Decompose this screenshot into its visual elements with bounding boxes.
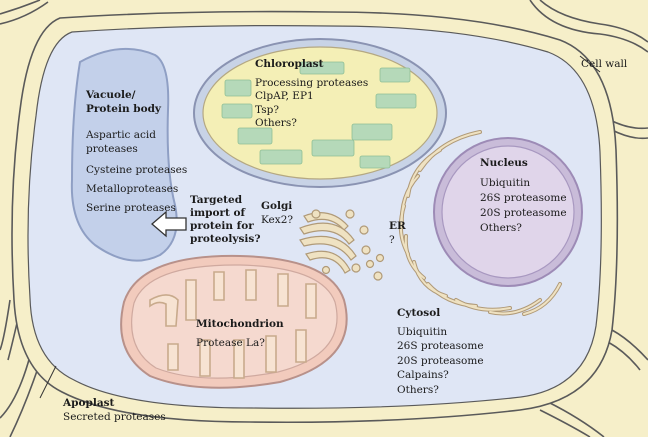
nucleus-title: Nucleus [480, 157, 528, 169]
chloroplast-item: Tsp? [255, 103, 279, 116]
cytosol-item: 20S proteasome [397, 354, 484, 367]
mitochondrion-item: Protease La? [196, 337, 265, 349]
thylakoid-stacks [221, 61, 417, 169]
vacuole-item: Aspartic acid [86, 129, 156, 141]
vacuole-item: Serine proteases [86, 202, 176, 214]
mitochondrion-label: Mitochondrion Protease La? [196, 316, 284, 351]
chloroplast-item: Processing proteases [255, 76, 369, 89]
cytosol-item: Others? [397, 383, 439, 396]
targeted-import-label: Targeted import of protein for proteolys… [190, 194, 260, 246]
targeted-line: proteolysis? [190, 233, 261, 245]
vacuole-item: proteases [86, 143, 138, 155]
nucleus-item: Ubiquitin [480, 177, 531, 189]
apoplast-label: Apoplast Secreted proteases [63, 396, 166, 424]
vacuole-title-line2: Protein body [86, 102, 162, 115]
targeted-line: protein for [190, 220, 254, 232]
nucleus-item: Others? [480, 222, 522, 234]
cytosol-item: Calpains? [397, 369, 449, 381]
cytosol-label: Cytosol Ubiquitin 26S proteasome 20S pro… [397, 306, 484, 397]
import-arrow [151, 210, 187, 238]
cytosol-title: Cytosol [397, 307, 441, 319]
apoplast-title: Apoplast [63, 397, 115, 409]
golgi-label: Golgi Kex2? [261, 200, 293, 227]
targeted-line: import of [190, 207, 246, 219]
nucleus-item: 26S proteasome [480, 192, 567, 204]
chloroplast-item: Others? [255, 117, 297, 129]
golgi-apparatus [299, 209, 385, 281]
golgi-item: Kex2? [261, 213, 294, 226]
mitochondrion-title: Mitochondrion [196, 318, 284, 330]
chloroplast-item: ClpAP, EP1 [255, 90, 314, 102]
chloroplast-label: Chloroplast Processing proteases ClpAP, … [255, 58, 368, 131]
er-inner [399, 131, 561, 315]
cell-wall-text: Cell wall [581, 58, 628, 70]
golgi-title: Golgi [261, 200, 293, 212]
vacuole-item: Metalloproteases [86, 183, 179, 195]
apoplast-leader [39, 365, 57, 399]
cell-wall-label: Cell wall [581, 58, 627, 72]
cytosol-item: 26S proteasome [397, 340, 484, 352]
er-label: ER ? [389, 220, 406, 247]
apoplast-item: Secreted proteases [63, 411, 166, 423]
vacuole-protease-list: Aspartic acid proteases Cysteine proteas… [86, 128, 187, 215]
nucleus-label: Nucleus Ubiquitin 26S proteasome 20S pro… [480, 156, 567, 236]
vacuole-title-line1: Vacuole/ [86, 89, 136, 101]
er-title: ER [389, 220, 406, 232]
vacuole-item: Cysteine proteases [86, 164, 188, 176]
targeted-line: Targeted [190, 194, 243, 206]
er-item: ? [389, 233, 395, 246]
cytosol-item: Ubiquitin [397, 325, 448, 338]
nucleus [441, 145, 575, 279]
chloroplast-inner [202, 46, 438, 180]
nucleus-item: 20S proteasome [480, 207, 567, 219]
chloroplast-title: Chloroplast [255, 58, 324, 70]
vacuole [70, 47, 178, 262]
cristae [149, 269, 317, 379]
vacuole-label: Vacuole/ Protein body [86, 89, 161, 116]
cell-wall-leader [579, 55, 601, 73]
